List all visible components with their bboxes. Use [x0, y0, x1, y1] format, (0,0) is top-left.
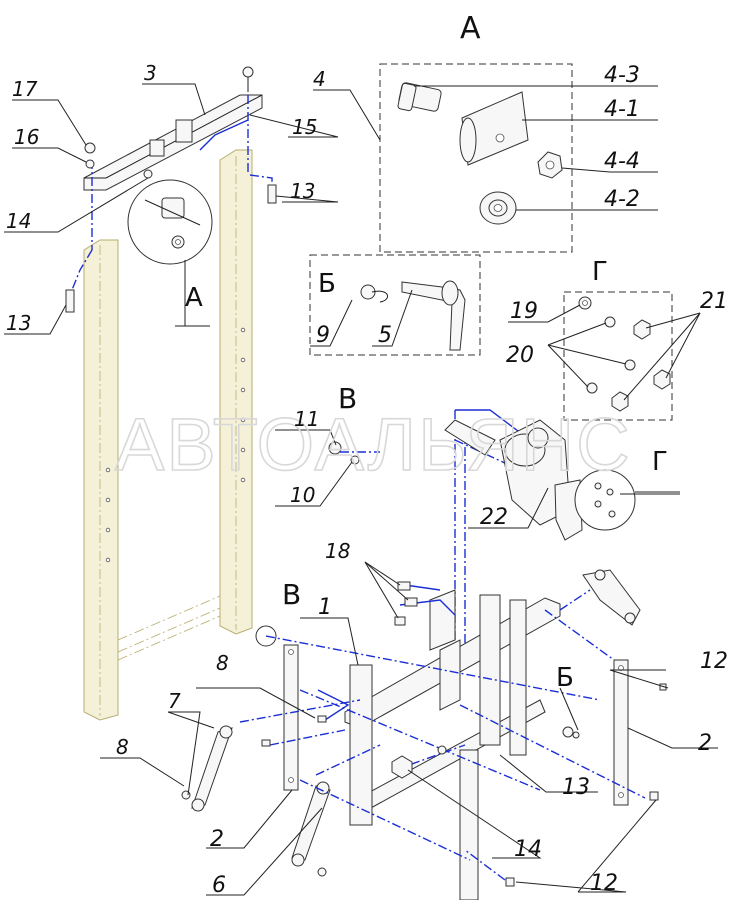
side-plate-left-part-2: [181, 625, 331, 877]
view-letters: А А Б Б В В Г Г: [185, 11, 668, 693]
callout-3: 3: [144, 61, 157, 85]
callout-13-left: 13: [6, 311, 31, 335]
link-7-icon: [191, 727, 233, 809]
callout-8-left: 8: [116, 735, 129, 759]
winch-assembly-part-22: [444, 409, 680, 650]
callout-12-top: 12: [700, 649, 728, 674]
callout-7: 7: [168, 689, 181, 713]
callout-16: 16: [14, 125, 39, 149]
leader-lines: [4, 83, 718, 896]
detail-box-a: [379, 63, 573, 253]
callout-19: 19: [510, 299, 538, 324]
callout-9: 9: [316, 323, 330, 348]
washer-16-icon: [85, 159, 95, 169]
bolt-18b-icon: [404, 597, 418, 607]
washer-10-icon: [350, 455, 360, 465]
callout-14-top: 14: [6, 209, 31, 233]
view-v-bottom: В: [282, 578, 301, 611]
callout-21: 21: [700, 289, 728, 314]
assembly-lines-upper-left: [71, 95, 273, 291]
callout-6: 6: [212, 873, 226, 898]
link-6-icon: [291, 785, 331, 861]
callout-14-bottom: 14: [514, 837, 542, 862]
nut-17-icon: [84, 142, 96, 154]
detail-circle-a: [127, 179, 213, 327]
watermark-text: АВТОАЛЬЯНС: [115, 403, 632, 486]
detail-box-g: [563, 291, 673, 421]
view-b-box: Б: [318, 269, 336, 299]
frame-holes: [105, 327, 246, 563]
callout-4: 4: [313, 67, 326, 91]
callout-13-bottom: 13: [562, 775, 590, 800]
detail-box-b: [309, 254, 481, 356]
callout-5: 5: [378, 323, 392, 348]
view-g-circle: Г: [652, 447, 668, 477]
callout-10: 10: [290, 483, 315, 507]
callout-4-4: 4-4: [604, 149, 640, 174]
bolt-13-left-icon: [65, 289, 75, 313]
callout-1: 1: [318, 595, 332, 620]
view-a-top: А: [460, 11, 481, 46]
bolt-18c-icon: [394, 616, 406, 626]
callout-8-top: 8: [216, 651, 229, 675]
callout-11: 11: [294, 407, 319, 431]
view-b-circle: Б: [556, 663, 574, 693]
bolt-18a-icon: [397, 581, 411, 591]
left-upright-frame: [83, 149, 253, 721]
clip-9-icon: [360, 284, 376, 300]
link-right-upper-icon: [582, 569, 641, 626]
base-frame-part-1: [344, 589, 561, 900]
nut-14-bottom-icon: [391, 755, 413, 779]
callout-4-2: 4-2: [604, 187, 640, 212]
bolt-13-top-icon: [267, 184, 277, 204]
nut-21-icon: [633, 319, 651, 340]
callout-2-left: 2: [210, 827, 224, 852]
hardware-lower: [261, 441, 667, 887]
hardware-upper-left: [65, 142, 277, 313]
side-plate-right-part-2: [582, 569, 641, 806]
callout-22: 22: [480, 505, 508, 530]
view-g-right: Г: [592, 257, 608, 287]
callout-13-top: 13: [290, 179, 315, 203]
callout-2-right: 2: [698, 731, 712, 756]
view-v-top: В: [338, 382, 357, 415]
callout-12-bottom: 12: [590, 871, 618, 896]
callout-4-3: 4-3: [604, 63, 640, 88]
top-crossbar-part-3: [83, 66, 263, 191]
callout-18: 18: [325, 539, 350, 563]
bolt-head-icon: [242, 66, 254, 78]
callout-17: 17: [12, 77, 38, 101]
callout-numbers: 17 16 3 14 13 4 15 13 4-3 4-1 4-4 4-2 9 …: [6, 61, 728, 898]
callout-20: 20: [506, 343, 534, 368]
view-a-circle: А: [185, 283, 203, 313]
callout-15: 15: [292, 115, 317, 139]
callout-4-1: 4-1: [604, 97, 640, 122]
